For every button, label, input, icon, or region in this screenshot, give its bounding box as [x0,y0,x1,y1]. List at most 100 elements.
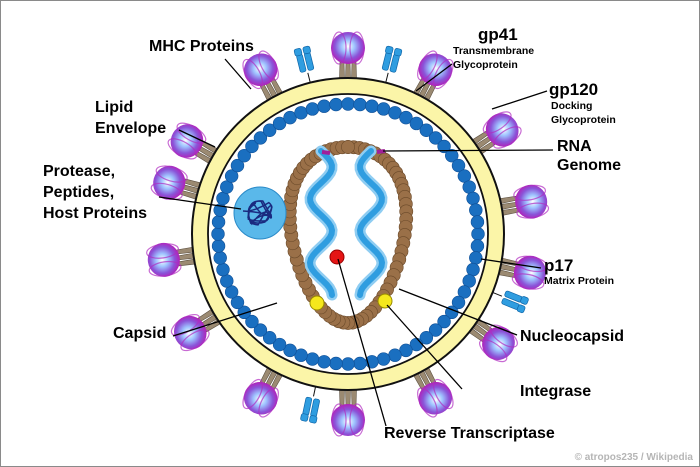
matrix-bead [211,239,226,253]
protease-coil [242,200,273,226]
gp120-lobe [331,403,347,437]
gp120-head [331,32,365,64]
matrix-bead [437,314,451,329]
protease-leader [158,196,242,210]
matrix-bead [317,99,331,113]
matrix-bead [409,116,424,131]
matrix-bead [305,352,320,366]
matrix-bead [445,148,459,163]
mhc-cap [385,45,394,55]
gp120-lobe [417,50,438,81]
gp120-lobe [331,31,347,65]
label-rna-line1: RNA [557,138,592,155]
label-capsid: Capsid [113,325,167,342]
matrix-bead [294,106,308,120]
label-protease-line2: Peptides, [43,184,115,201]
matrix-bead [428,323,443,337]
gp120-lobe [146,243,180,259]
mhc-leader [224,58,252,90]
mhc-protein [468,282,529,314]
gp120-lobe [511,273,545,290]
matrix-bead [470,215,485,229]
integrase-leader [386,304,463,390]
integrase-particle [309,295,325,311]
gp120-lobe [513,184,547,201]
gp120-lobe [180,329,210,352]
matrix-bead [462,180,476,194]
mhc-cap [300,413,309,422]
matrix-bead [353,356,367,371]
gp120-lobe [482,111,512,134]
label-mhc-proteins: MHC Proteins [149,38,254,55]
gp120-head [147,242,180,277]
leader-lines-inner [158,58,554,427]
label-integrase: Integrase [520,383,592,400]
matrix-bead [388,348,402,362]
gp120-lobe [176,122,207,144]
gp120-lobe [349,403,365,437]
label-nucleocapsid: Nucleocapsid [520,328,625,345]
matrix-bead [466,191,480,206]
matrix-bead [283,343,297,358]
label-lipid-line1: Lipid [95,99,134,116]
mhc-cap [309,415,318,424]
matrix-bead [376,102,391,116]
matrix-bead [272,337,287,352]
gp120-lobe [258,50,279,81]
matrix-bead [470,239,485,253]
matrix-bead [253,323,268,337]
label-protease-line1: Protease, [43,163,116,180]
protease-particle [233,186,287,240]
gp120-lobe [492,126,522,149]
label-lipid-line2: Envelope [95,120,167,137]
matrix-bead [272,116,287,131]
nucleocapsid-leader [398,288,518,336]
gp120-head [331,404,365,436]
matrix-bead [471,227,485,241]
matrix-bead [262,123,277,137]
matrix-bead [305,102,320,116]
gp120-lobe [155,165,188,183]
label-protease-line3: Host Proteins [43,205,148,222]
p17-leader [480,258,542,269]
gp120-head [513,255,546,290]
gp120-lobe [432,378,454,410]
envelope-inner-edge [207,93,489,375]
gp120-head [485,113,519,147]
gp120-lobe [349,31,365,65]
matrix-bead [451,158,466,173]
mhc-cap [302,45,311,55]
mhc-cap [293,48,303,57]
capsid-bead [341,140,355,154]
gp120-lobe [242,58,264,90]
mhc-cap [520,296,529,305]
matrix-bead [376,352,391,366]
matrix-bead [237,148,251,163]
gp120-lobe [258,387,279,418]
label-gp120: gp120 [549,80,599,99]
label-gp41: gp41 [478,25,518,44]
matrix-bead [245,314,259,329]
matrix-bead [230,158,245,173]
matrix-bead [365,99,379,113]
matrix-bead [341,357,355,371]
capsid-leader [172,302,278,337]
matrix-bead [437,139,451,154]
gp120-lobe [515,255,549,273]
mhc-cap [516,304,526,314]
rna-genome [304,145,388,301]
label-gp41-sub2: Glycoprotein [453,59,518,71]
label-reverse-transcriptase: Reverse Transcriptase [384,425,555,442]
matrix-bead [457,285,472,299]
matrix-bead [230,295,245,310]
matrix-bead [216,191,230,206]
image-credit: © atropos235 / Wikipedia [574,452,693,463]
label-p17-sub: Matrix Protein [544,275,615,287]
reverse-transcriptase-particle [329,249,345,265]
gp120-lobe [516,202,550,219]
matrix-bead [466,262,480,277]
reverse-transcriptase-leader [337,258,387,427]
matrix-bead [262,331,277,345]
